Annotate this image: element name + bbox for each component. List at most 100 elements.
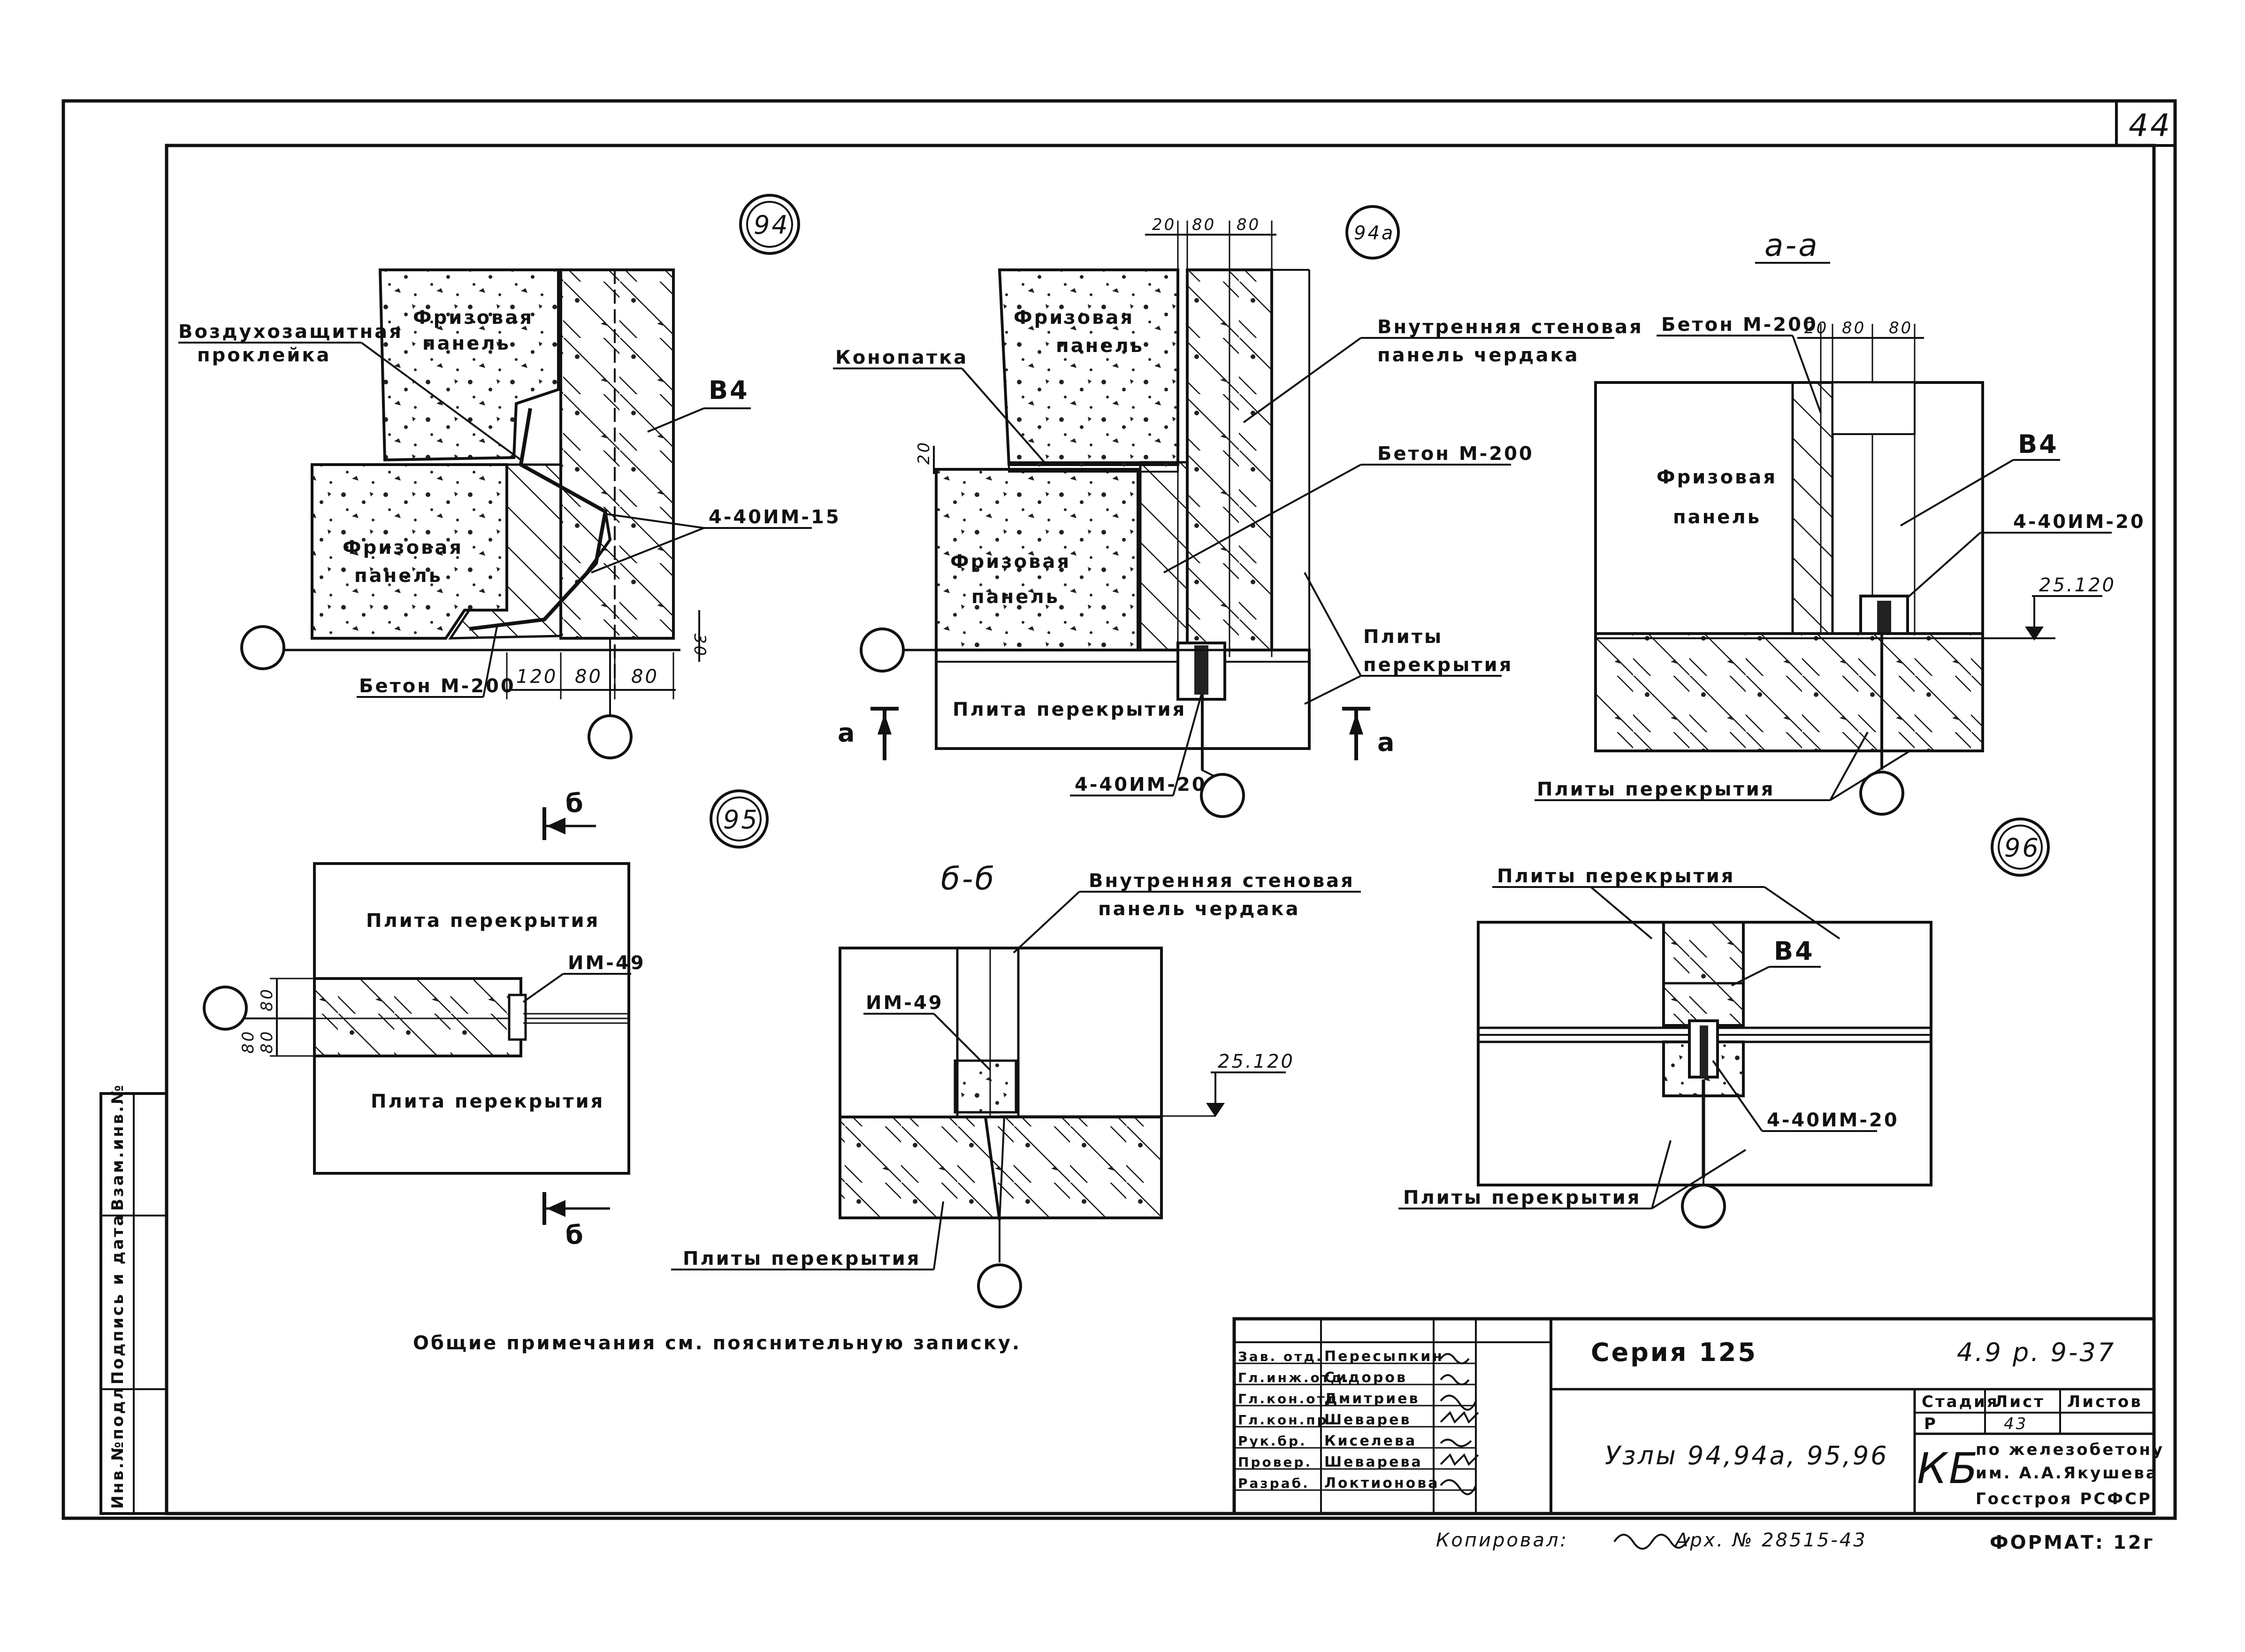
axis-marker-bb <box>977 1263 1022 1308</box>
node-94: 94 Воздухозащитная проклейка Фризовая па… <box>178 194 841 759</box>
dim-aa-2: 80 <box>1842 319 1866 337</box>
inner-frame <box>165 144 2156 1515</box>
label-frieze-bottom-2: панель <box>354 565 443 587</box>
section-a-a: а-а Бетон М-200 20 80 80 Фризовая панель… <box>1535 227 2144 816</box>
label-concrete-94a: Бетон М-200 <box>1377 443 1534 465</box>
label-slabs-bb: Плиты перекрытия <box>683 1248 921 1270</box>
label-slabs-94a-1: Плиты <box>1363 626 1443 648</box>
label-airproof-2: проклейка <box>197 344 331 366</box>
copied-signature <box>1613 1534 1690 1550</box>
stage-header: Стадия <box>1922 1392 1999 1411</box>
label-slabs-aa: Плиты перекрытия <box>1537 779 1775 800</box>
section-mark-a-right: а <box>1377 727 1396 757</box>
elevation-aa: 25.120 <box>2039 574 2116 596</box>
sig-role-7: Разраб. <box>1238 1476 1310 1491</box>
node-95-number: 95 <box>723 805 759 834</box>
sig-name-5: Киселева <box>1324 1433 1417 1449</box>
section-aa-title: а-а <box>1764 227 1819 263</box>
sig-role-3: Гл.кон.отд. <box>1238 1391 1346 1407</box>
section-mark-b-bottom: б <box>565 1220 585 1250</box>
label-frieze-aa-1: Фризовая <box>1657 467 1777 488</box>
dim-94a-2: 80 <box>1192 215 1216 234</box>
section-bb-title: б-б <box>941 861 996 897</box>
section-mark-a-left: а <box>838 718 856 748</box>
doc-code: 4.9 р. 9-37 <box>1957 1338 2115 1367</box>
label-frieze-bottom-94a-1: Фризовая <box>950 551 1071 573</box>
label-slab-94a: Плита перекрытия <box>953 699 1186 720</box>
drawing-title: Узлы 94,94а, 95,96 <box>1605 1441 1889 1470</box>
axis-marker-95 <box>203 986 248 1031</box>
node-96-marker <box>1991 818 2050 877</box>
label-anchor-96: 4-40ИМ-20 <box>1767 1109 1899 1131</box>
series: Серия 125 <box>1591 1338 1757 1367</box>
sig-name-7: Локтионова <box>1324 1475 1439 1491</box>
label-inner-wall-1: Внутренняя стеновая <box>1377 316 1643 338</box>
anchor-94 <box>469 408 608 631</box>
signature-scribbles <box>1440 1353 1479 1495</box>
page-number-box <box>2115 99 2176 147</box>
node-96-number: 96 <box>2004 833 2040 863</box>
axis-marker-94a-bottom <box>1200 773 1245 818</box>
sig-name-2: Сидоров <box>1324 1369 1407 1386</box>
axis-marker-94-bottom <box>588 714 633 759</box>
dim-95-1: 80 <box>258 987 276 1011</box>
im-box-bb <box>954 1059 1017 1114</box>
sig-name-1: Пересыпкин <box>1324 1348 1444 1365</box>
copied-label: Копировал: <box>1436 1530 1568 1551</box>
org-line-2: им. А.А.Якушева <box>1976 1464 2159 1483</box>
sig-role-1: Зав. отд. <box>1238 1349 1323 1364</box>
wall-95 <box>313 977 522 1057</box>
label-anchor-94: 4-40ИМ-15 <box>709 506 841 528</box>
frieze-panel-top-94a <box>998 268 1179 466</box>
page-number: 44 <box>2129 107 2172 144</box>
dim-94-30: 30 <box>690 634 709 658</box>
label-concrete-aa: Бетон М-200 <box>1661 314 1818 336</box>
dim-95-3: 80 <box>239 1030 258 1054</box>
label-frieze-top-2: панель <box>422 333 511 354</box>
sig-name-3: Дмитриев <box>1324 1391 1420 1407</box>
label-inner-wall-bb-2: панель чердака <box>1098 898 1300 920</box>
elevation-bb: 25.120 <box>1218 1051 1295 1072</box>
section-mark-b-top: б <box>565 788 585 818</box>
label-slab-95-top: Плита перекрытия <box>366 910 600 932</box>
axis-marker-94-left <box>240 625 285 670</box>
sig-name-4: Шеварев <box>1324 1412 1411 1428</box>
sig-role-6: Провер. <box>1238 1454 1312 1470</box>
label-frieze-top-94a-2: панель <box>1056 335 1144 357</box>
sig-name-6: Шеварева <box>1324 1454 1423 1470</box>
node-95-marker <box>710 789 769 849</box>
node-96: 96 Плиты перекрытия В4 4-40ИМ-20 Плиты п… <box>1398 818 2050 1229</box>
label-anchor-94a: 4-40ИМ-20 <box>1075 774 1207 795</box>
node-94a-marker <box>1345 205 1400 260</box>
axis-marker-94a-left <box>860 627 905 673</box>
dim-94a-1: 20 <box>1152 215 1176 234</box>
stamp-replace-inv: Взам.инв.№ <box>108 1083 127 1211</box>
axis-marker-aa <box>1859 771 1904 816</box>
sig-role-2: Гл.инж.отд. <box>1238 1370 1350 1385</box>
dim-94a-3: 80 <box>1237 215 1260 234</box>
dim-95-2: 80 <box>258 1030 276 1054</box>
side-stamp: Инв.№подл Подпись и дата Взам.инв.№ <box>99 1083 168 1515</box>
axis-marker-96 <box>1681 1184 1726 1229</box>
node-94a: 94а 20 80 80 <box>833 205 1643 818</box>
archive-number: Арх. № 28515-43 <box>1674 1530 1867 1551</box>
dim-94-1: 120 <box>516 666 557 688</box>
label-b4-94: В4 <box>709 375 749 405</box>
slab-aa <box>1594 632 1984 752</box>
frieze-panel-bottom-94a <box>935 468 1139 651</box>
dim-aa-3: 80 <box>1889 319 1913 337</box>
label-slab-95-bottom: Плита перекрытия <box>371 1091 604 1112</box>
label-slabs-96-bottom: Плиты перекрытия <box>1403 1187 1641 1208</box>
label-inner-wall-2: панель чердака <box>1377 344 1580 366</box>
wall-panel-94 <box>559 268 675 640</box>
label-im-95: ИМ-49 <box>568 952 646 974</box>
label-im-bb: ИМ-49 <box>866 992 944 1014</box>
general-note: Общие примечания см. пояснительную запис… <box>413 1332 1021 1354</box>
stamp-signature-date: Подпись и дата <box>108 1213 127 1384</box>
frieze-panel-aa <box>1594 381 1984 635</box>
label-b4-aa: В4 <box>2018 429 2059 459</box>
label-slabs-96-top: Плиты перекрытия <box>1497 865 1735 887</box>
frieze-panel-top <box>378 268 560 462</box>
caulk-94a <box>1008 461 1179 473</box>
label-airproof-1: Воздухозащитная <box>178 321 403 343</box>
